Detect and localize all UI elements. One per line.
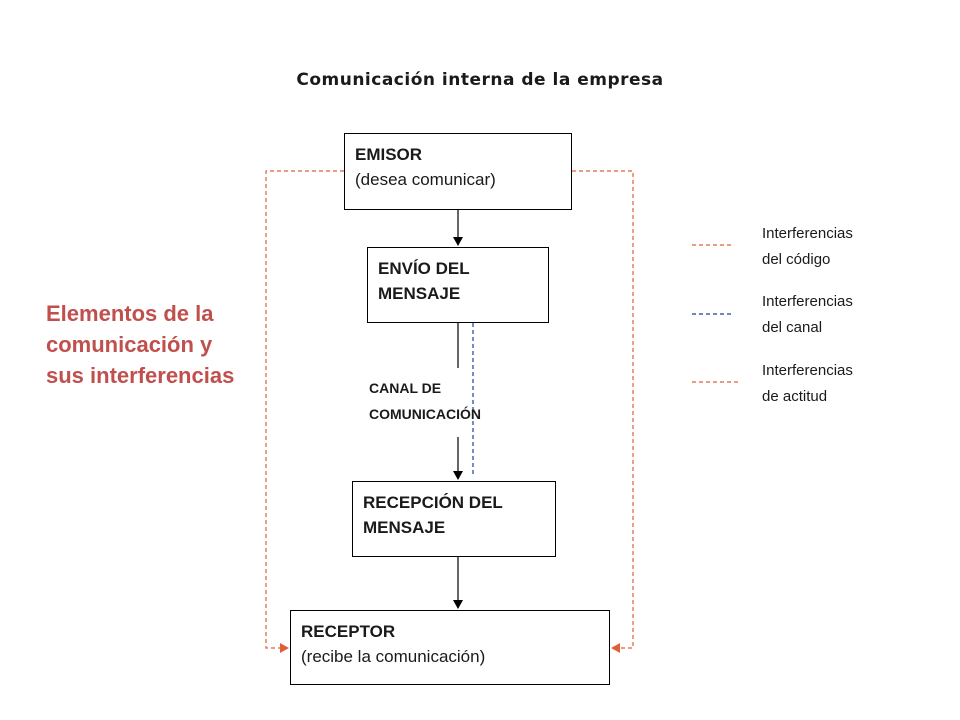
envio-label-2: MENSAJE <box>378 284 461 303</box>
legend-item-channel: Interferencias del canal <box>762 289 902 341</box>
recepcion-label-1: RECEPCIÓN DEL <box>363 493 503 512</box>
legend-channel-line-1: Interferencias <box>762 293 853 310</box>
side-title: Elementos de la comunicación y sus inter… <box>46 301 235 388</box>
canal-label-2: COMUNICACIÓN <box>369 406 481 422</box>
canal-label-1: CANAL DE <box>369 380 442 396</box>
legend-item-code: Interferencias del código <box>762 221 902 273</box>
envio-box: ENVÍO DEL MENSAJE <box>367 247 549 323</box>
recepcion-box: RECEPCIÓN DEL MENSAJE <box>352 481 556 557</box>
canal-label: CANAL DE COMUNICACIÓN <box>369 375 529 427</box>
page-title: Comunicación interna de la empresa <box>296 70 664 90</box>
legend-attitude-line-1: Interferencias <box>762 362 853 379</box>
emisor-box: EMISOR (desea comunicar) <box>344 133 572 210</box>
legend-channel-line-2: del canal <box>762 319 823 336</box>
legend-code-line-1: Interferencias <box>762 225 853 242</box>
emisor-label: EMISOR <box>355 145 423 164</box>
legend-attitude-line-2: de actitud <box>762 388 828 405</box>
receptor-label: RECEPTOR <box>301 622 396 641</box>
receptor-box: RECEPTOR (recibe la comunicación) <box>290 610 610 685</box>
code-interference-loop-left <box>265 170 344 653</box>
receptor-detail: (recibe la comunicación) <box>301 647 486 666</box>
envio-label-1: ENVÍO DEL <box>378 259 470 278</box>
legend-code-line-2: del código <box>762 251 831 268</box>
legend-item-attitude: Interferencias de actitud <box>762 358 902 410</box>
emisor-detail: (desea comunicar) <box>355 170 496 189</box>
attitude-interference-loop-right <box>572 170 634 653</box>
recepcion-label-2: MENSAJE <box>363 518 446 537</box>
